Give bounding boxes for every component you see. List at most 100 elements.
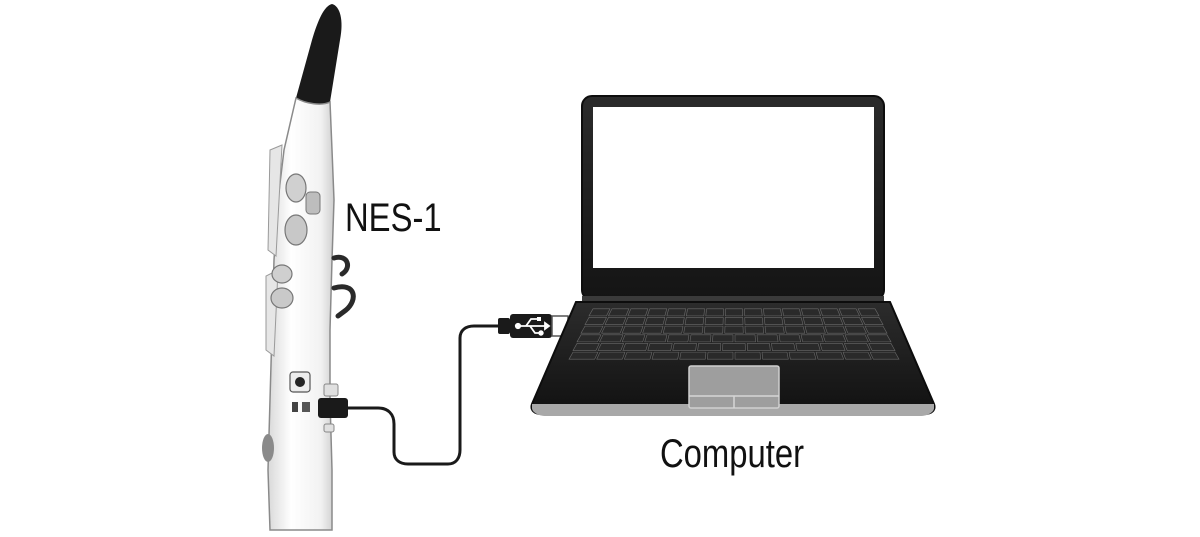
keyboard-key bbox=[869, 351, 900, 360]
keyboard-key bbox=[868, 343, 896, 351]
usb-connector-strain bbox=[498, 318, 510, 334]
bottom-knob bbox=[262, 434, 274, 462]
keyboard-key bbox=[763, 308, 783, 317]
keyboard-key bbox=[666, 308, 687, 317]
keyboard-key bbox=[861, 317, 884, 325]
keyboard-key bbox=[704, 317, 724, 325]
keyboard-key bbox=[596, 351, 626, 360]
power-switch bbox=[292, 402, 298, 412]
octave-key bbox=[305, 191, 321, 215]
keyboard-key bbox=[679, 351, 707, 360]
keyboard-key bbox=[580, 325, 604, 334]
keyboard-key bbox=[623, 351, 653, 360]
keyboard-key bbox=[788, 351, 817, 360]
keyboard-key bbox=[689, 334, 712, 343]
keyboard-key bbox=[621, 334, 646, 343]
keyboard-key bbox=[662, 325, 684, 334]
key-lower-2 bbox=[270, 287, 294, 309]
keyboard-key bbox=[724, 325, 744, 334]
nes-1-instrument bbox=[262, 4, 356, 531]
keyboard-key bbox=[703, 325, 724, 334]
key-upper-2 bbox=[284, 214, 308, 246]
keyboard-key bbox=[647, 343, 673, 351]
keyboard-key bbox=[601, 325, 624, 334]
usb-cable bbox=[318, 314, 569, 466]
keyboard-key bbox=[841, 317, 864, 325]
keyboard-key bbox=[838, 308, 861, 317]
keyboard-key bbox=[824, 325, 847, 334]
keyboard-key bbox=[588, 308, 611, 317]
keyboard-key bbox=[568, 351, 599, 360]
keyboard-key bbox=[844, 334, 869, 343]
keyboard-key bbox=[844, 325, 867, 334]
keyboard-key bbox=[802, 317, 824, 325]
keyboard-key bbox=[761, 351, 789, 360]
keyboard-key bbox=[621, 325, 644, 334]
laptop-screen bbox=[593, 107, 874, 268]
keyboard-key bbox=[819, 343, 846, 351]
keyboard-key bbox=[664, 317, 685, 325]
keyboard-key bbox=[627, 308, 649, 317]
keyboard-key bbox=[604, 317, 627, 325]
keyboard-key bbox=[597, 343, 625, 351]
keyboard-key bbox=[672, 343, 697, 351]
laptop bbox=[530, 95, 936, 416]
keyboard-key bbox=[644, 317, 666, 325]
keyboard-key bbox=[712, 334, 734, 343]
keyboard-key bbox=[744, 325, 765, 334]
mouthpiece bbox=[296, 4, 342, 105]
computer-label: Computer bbox=[660, 432, 805, 476]
keyboard-key bbox=[781, 308, 802, 317]
keyboard-key bbox=[584, 317, 607, 325]
keyboard-key bbox=[642, 325, 664, 334]
keyboard-key bbox=[778, 334, 802, 343]
keyboard-key bbox=[764, 325, 785, 334]
keyboard-key bbox=[800, 308, 822, 317]
key-upper-1 bbox=[285, 173, 307, 203]
keyboard-key bbox=[795, 343, 821, 351]
keyboard-key bbox=[685, 308, 705, 317]
keyboard-key bbox=[705, 308, 724, 317]
device-label: NES-1 bbox=[345, 196, 442, 240]
keyboard-key bbox=[734, 351, 761, 360]
keyboard-key bbox=[697, 343, 722, 351]
keyboard-key bbox=[756, 334, 779, 343]
keyboard-key bbox=[783, 317, 804, 325]
keyboard-key bbox=[784, 325, 806, 334]
keyboard-key bbox=[866, 334, 892, 343]
keyboard-key bbox=[599, 334, 624, 343]
keyboard-key bbox=[724, 308, 744, 317]
keyboard-key bbox=[724, 317, 744, 325]
side-keys-upper bbox=[267, 144, 283, 257]
keyboard-key bbox=[819, 308, 841, 317]
keyboard-key bbox=[646, 308, 668, 317]
keyboard-key bbox=[771, 343, 796, 351]
keyboard-key bbox=[763, 317, 784, 325]
keyboard-key bbox=[683, 325, 704, 334]
keyboard-key bbox=[744, 308, 763, 317]
cable-line bbox=[348, 324, 500, 466]
keyboard-key bbox=[734, 334, 756, 343]
keyboard-key bbox=[624, 317, 646, 325]
keyboard-key bbox=[857, 308, 880, 317]
thumb-hook bbox=[331, 254, 356, 319]
keyboard-key bbox=[572, 343, 600, 351]
key-lower-1 bbox=[271, 264, 293, 284]
keyboard-key bbox=[804, 325, 826, 334]
usb-icon bbox=[514, 317, 551, 336]
usb-plug-instrument bbox=[318, 398, 348, 418]
keyboard-key bbox=[576, 334, 602, 343]
keyboard bbox=[568, 308, 900, 360]
keyboard-key bbox=[644, 334, 668, 343]
keyboard-key bbox=[651, 351, 680, 360]
keyboard-key bbox=[707, 351, 734, 360]
keyboard-key bbox=[842, 351, 872, 360]
usb-port bbox=[302, 402, 310, 412]
keyboard-key bbox=[666, 334, 690, 343]
keyboard-key bbox=[815, 351, 845, 360]
keyboard-key bbox=[722, 343, 746, 351]
keyboard-key bbox=[684, 317, 705, 325]
keyboard-key bbox=[800, 334, 824, 343]
keyboard-key bbox=[744, 317, 764, 325]
